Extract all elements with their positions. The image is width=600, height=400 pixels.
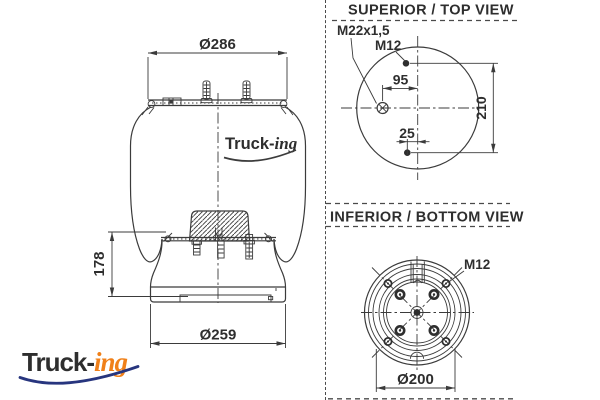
bolt-leader [395,51,405,61]
dimension-fitting-offset: 95 [382,72,418,101]
dim-178-label: 178 [91,251,108,276]
top-stud-right [240,80,253,104]
air-fitting-leader [350,37,377,104]
piston-stud-center [217,240,225,259]
dimension-bolt-circle: Ø200 [375,349,456,392]
top-plate [141,97,294,116]
plate-bead-left [147,100,156,108]
dimension-bolt-spacing: 210 [410,62,498,154]
bolt-hole-top [402,60,410,67]
dim-200-label: Ø200 [397,371,434,388]
center-hole [410,306,424,319]
piston-bead-right [265,235,272,243]
dimension-bottom-diameter: Ø259 [150,304,286,348]
inner-stud-holes [394,289,440,337]
footer-swoosh [18,365,140,385]
footer-word: Truck- [22,347,94,377]
panel-separator [325,0,326,400]
svg-text:Truck-ing: Truck-ing [22,347,128,377]
dimension-height: 178 [91,231,188,297]
piston-bead-left [164,235,172,243]
brand-logo-watermark: Truck-ing [223,134,298,162]
dim-25-label: 25 [399,125,415,141]
bellows-outline [129,106,307,263]
fitting-notch [410,261,425,284]
plate-bead-right [279,100,288,108]
dim-286-label: Ø286 [199,36,236,53]
bottom-tab [410,351,424,359]
bottom-view-heading: INFERIOR / BOTTOM VIEW [330,210,524,226]
brand-logo-footer: Truck-ing [18,347,140,385]
bottom-view-drawing: INFERIOR / BOTTOM VIEW [326,202,524,400]
outer-bolt-holes [383,279,451,346]
bottom-bolt-leader [447,270,465,283]
svg-text:Truck-ing: Truck-ing [225,134,298,153]
piston-stud-right [243,234,255,260]
dim-95-label: 95 [393,72,409,88]
top-view-drawing: SUPERIOR / TOP VIEW M22x1,5 M12 95 [332,3,517,180]
air-fitting-symbol [376,101,389,115]
dimension-bolt-offset: 25 [396,125,430,156]
watermark-swoosh [223,149,297,162]
watermark-word: Truck- [225,135,275,153]
air-port-boss [162,97,182,106]
dim-210-label: 210 [473,96,489,120]
bolt-label: M12 [375,38,401,53]
air-fitting-label: M22x1,5 [337,23,390,38]
dimension-top-diameter: Ø286 [147,36,288,99]
piston-body [149,238,287,303]
top-view-heading: SUPERIOR / TOP VIEW [348,3,514,19]
rubber-bumper [188,210,251,242]
dim-259-label: Ø259 [200,327,237,344]
watermark-suffix: ing [275,134,298,153]
top-stud-left [200,80,213,104]
bottom-bolt-label: M12 [464,257,490,272]
piston-stud-left [191,240,202,256]
side-view-drawing: Ø286 [18,36,307,385]
